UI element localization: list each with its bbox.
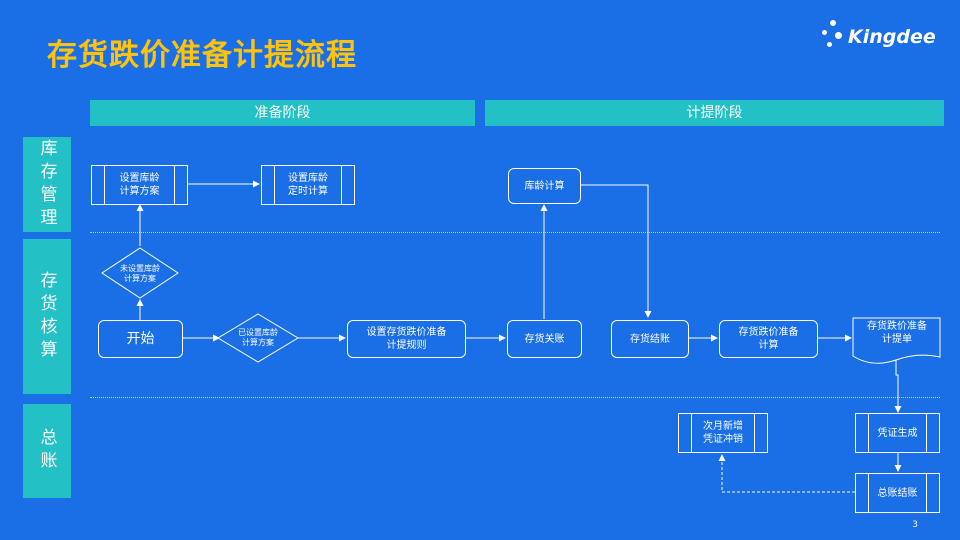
page-title: 存货跌价准备计提流程	[47, 38, 357, 73]
lane-general-ledger: 总账	[23, 404, 71, 498]
gl-close-step: 总账结账	[855, 473, 940, 513]
lane-separator	[90, 397, 940, 398]
age-calc-step: 库龄计算	[508, 168, 581, 204]
lane-inventory-accounting: 存货核算	[23, 239, 71, 394]
already-set-plan-decision: 已设置库龄 计算方案	[238, 328, 278, 347]
logo-dot-icon	[827, 42, 832, 47]
next-month-reversal-step: 次月新增 凭证冲销	[678, 413, 768, 453]
calc-reserve-step: 存货跌价准备 计算	[719, 320, 818, 358]
voucher-generation-step: 凭证生成	[855, 413, 940, 453]
kingdee-logo: Kingdee	[822, 20, 936, 56]
page-number: 3	[912, 520, 918, 530]
logo-text: Kingdee	[848, 26, 936, 48]
logo-dot-icon	[822, 30, 827, 35]
lane-inventory-management: 库存管理	[23, 137, 71, 232]
logo-dot-icon	[835, 32, 842, 39]
set-age-plan-step: 设置库龄 计算方案	[91, 165, 188, 205]
set-age-timer-step: 设置库龄 定时计算	[261, 165, 355, 205]
settle-step: 存货结账	[611, 320, 689, 358]
phase-prepare: 准备阶段	[90, 100, 475, 126]
start-step: 开始	[98, 320, 183, 358]
logo-dot-icon	[830, 20, 836, 26]
lane-separator	[90, 232, 940, 233]
close-account-step: 存货关账	[507, 320, 582, 358]
set-rule-step: 设置存货跌价准备 计提规则	[347, 320, 466, 358]
reserve-bill-document: 存货跌价准备 计提单	[867, 321, 927, 345]
not-set-plan-decision: 未设置库龄 计算方案	[120, 264, 160, 283]
phase-accrue: 计提阶段	[485, 100, 944, 126]
